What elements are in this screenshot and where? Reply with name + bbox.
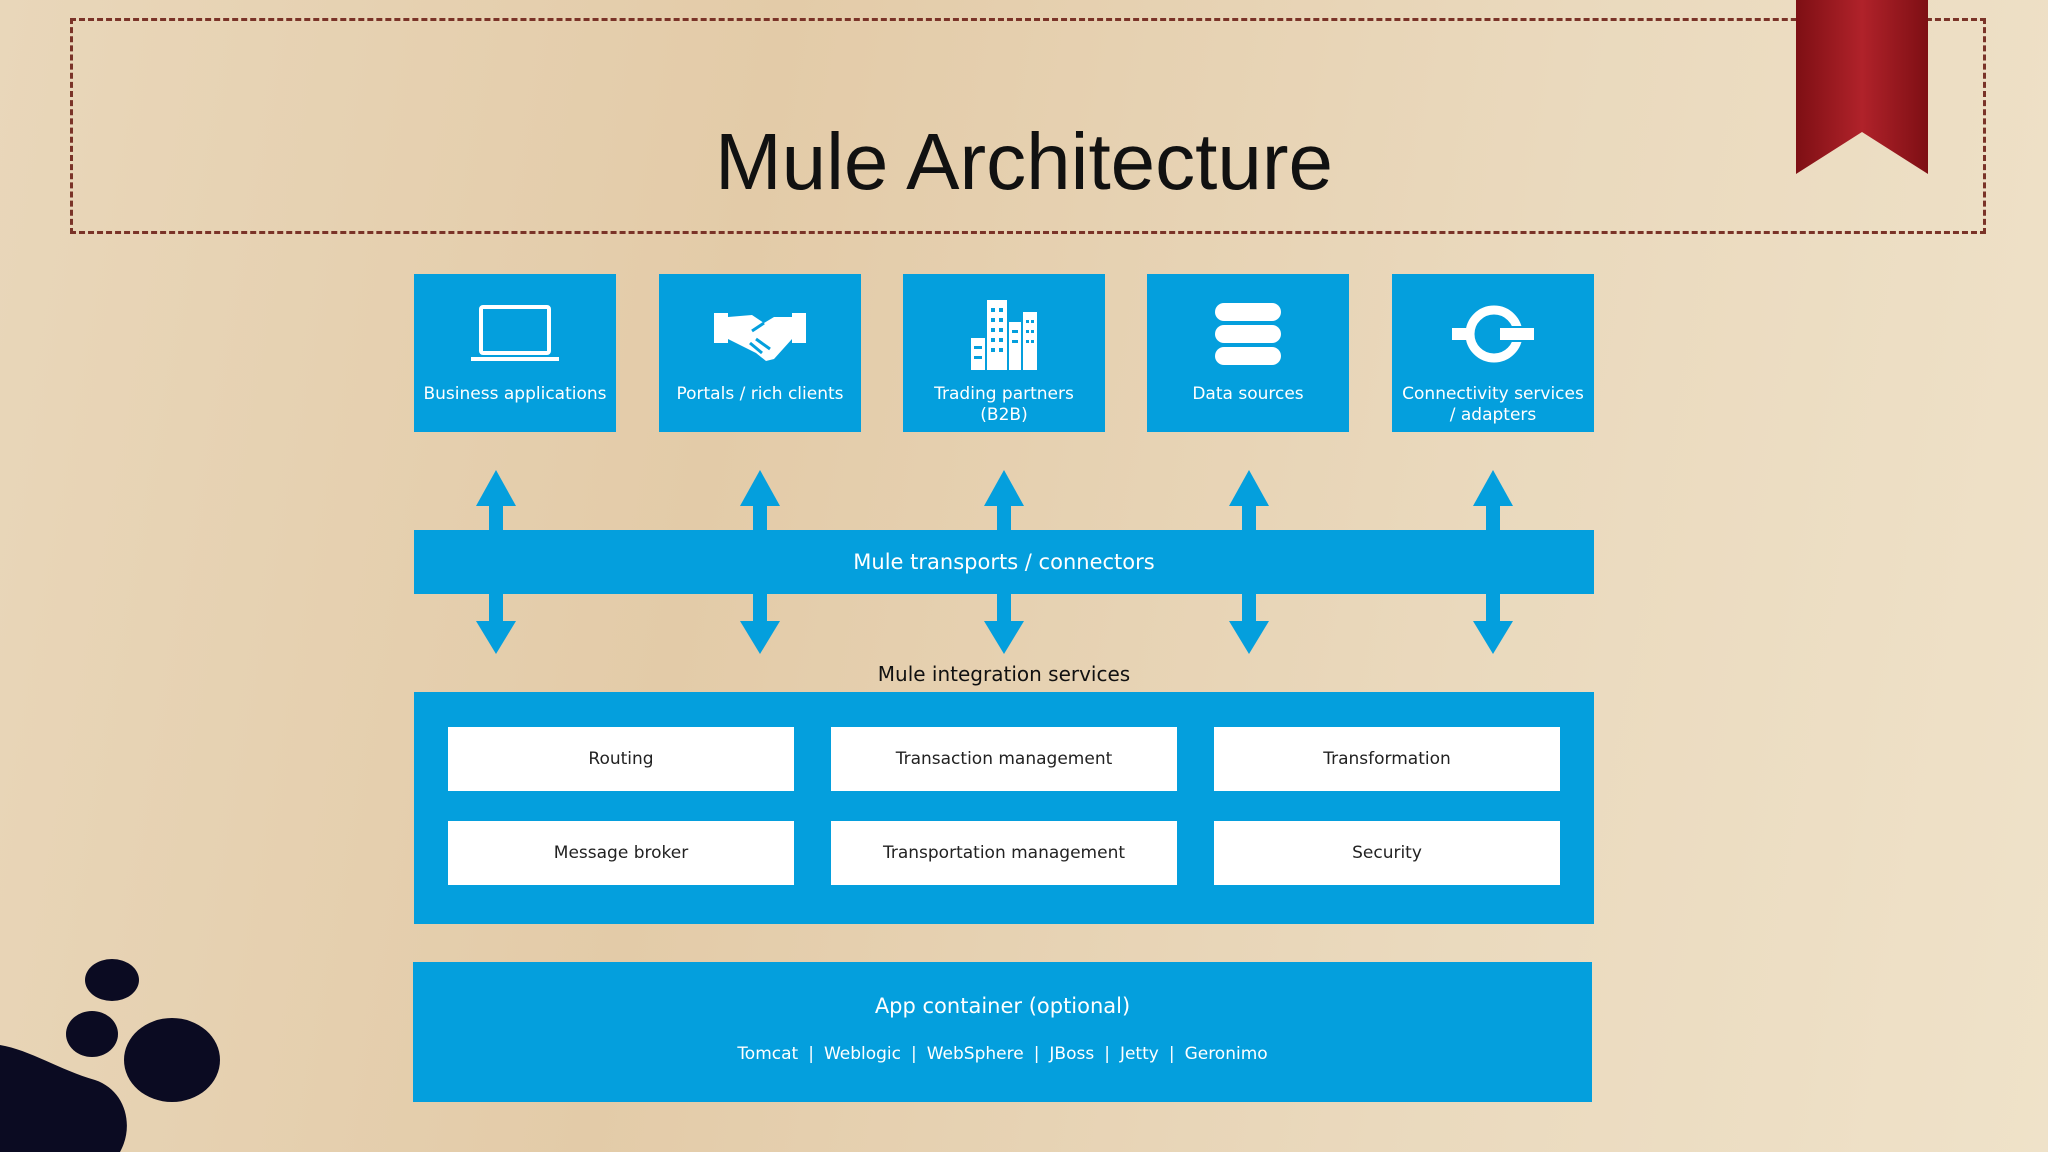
handshake-icon bbox=[714, 313, 806, 361]
endpoint-connectivity-services: Connectivity services / adapters bbox=[1392, 274, 1594, 432]
app-container-box: App container (optional) Tomcat | Weblogic… bbox=[413, 962, 1592, 1102]
endpoint-trading-partners: Trading partners (B2B) bbox=[903, 274, 1105, 432]
separator: | bbox=[911, 1044, 917, 1064]
app-server-list: Tomcat | Weblogic | WebSphere | JBoss | Jetty | Ge… bbox=[413, 1044, 1592, 1064]
endpoint-label: Trading partners (B2B) bbox=[934, 384, 1074, 425]
server-name: Geronimo bbox=[1184, 1044, 1268, 1064]
plug-connector-icon bbox=[1452, 305, 1536, 363]
service-transformation: Transformation bbox=[1214, 727, 1560, 791]
service-routing: Routing bbox=[448, 727, 794, 791]
integration-services-panel: Routing Transaction management Transform… bbox=[414, 692, 1594, 924]
endpoint-portals: Portals / rich clients bbox=[659, 274, 861, 432]
endpoint-label: Portals / rich clients bbox=[676, 384, 844, 404]
separator: | bbox=[1033, 1044, 1040, 1064]
service-security: Security bbox=[1214, 821, 1560, 885]
buildings-icon bbox=[971, 300, 1037, 370]
endpoint-label: Data sources bbox=[1192, 384, 1304, 404]
service-transaction-management: Transaction management bbox=[831, 727, 1177, 791]
separator: | bbox=[808, 1044, 814, 1064]
server-name: Jetty bbox=[1119, 1044, 1159, 1064]
server-name: WebSphere bbox=[926, 1044, 1024, 1064]
service-message-broker: Message broker bbox=[448, 821, 794, 885]
endpoint-label: Business applications bbox=[423, 384, 607, 404]
service-transportation-management: Transportation management bbox=[831, 821, 1177, 885]
title-frame bbox=[70, 18, 1986, 234]
bookmark-ribbon-icon bbox=[1796, 0, 1928, 174]
integration-services-title: Mule integration services bbox=[877, 662, 1131, 686]
app-container-title: App container (optional) bbox=[874, 994, 1131, 1018]
endpoint-business-applications: Business applications bbox=[414, 274, 616, 432]
laptop-icon bbox=[471, 305, 559, 361]
separator: | bbox=[1104, 1044, 1110, 1064]
transports-bar: Mule transports / connectors bbox=[414, 530, 1594, 594]
server-name: JBoss bbox=[1049, 1044, 1095, 1064]
database-icon bbox=[1215, 303, 1281, 365]
server-name: Tomcat bbox=[737, 1044, 799, 1064]
endpoint-label: Connectivity services / adapters bbox=[1402, 384, 1584, 425]
server-name: Weblogic bbox=[823, 1044, 901, 1064]
transports-label: Mule transports / connectors bbox=[853, 550, 1155, 574]
endpoint-data-sources: Data sources bbox=[1147, 274, 1349, 432]
slide-title: Mule Architecture bbox=[714, 117, 1334, 206]
ink-blot-decoration bbox=[0, 959, 220, 1152]
separator: | bbox=[1168, 1044, 1175, 1064]
